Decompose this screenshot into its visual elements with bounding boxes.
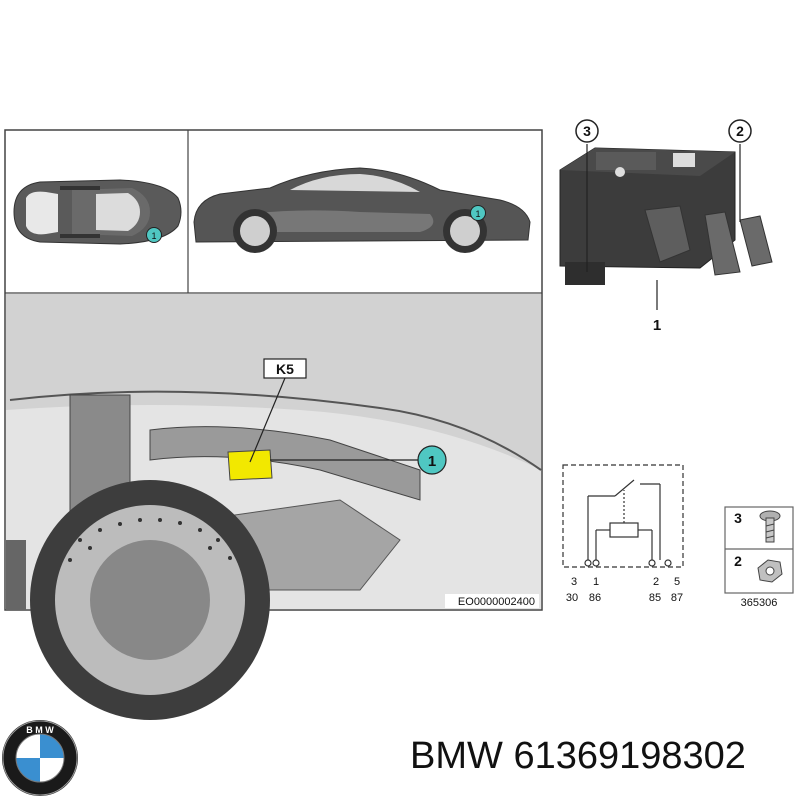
brand-name: BMW: [410, 735, 503, 777]
terminal-86-icon: [592, 559, 600, 567]
terminal-code: 30: [566, 592, 578, 604]
part-number: 61369198302: [513, 735, 746, 777]
closeup-view: K5 1 EO0000002400: [6, 294, 542, 720]
top-view-marker-label: 1: [151, 231, 156, 241]
relay-callout-3: 3: [583, 123, 591, 139]
image-code: EO0000002400: [458, 596, 535, 608]
svg-text:B M W: B M W: [26, 725, 54, 735]
hardware-callout-3: 3: [734, 510, 742, 526]
pin-number: 5: [674, 576, 680, 588]
relay-brand-icon: [615, 167, 625, 177]
screw-icon: [759, 510, 781, 543]
car-side-view: 1: [193, 167, 531, 253]
part-title: BMW 61369198302: [410, 737, 746, 775]
relay-schematic: [562, 464, 684, 568]
side-view-marker-label: 1: [475, 209, 480, 219]
side-view-marker-icon: [470, 205, 486, 221]
rear-wheel-icon: [450, 216, 480, 246]
terminal-code: 85: [649, 592, 661, 604]
terminal-code: 87: [671, 592, 683, 604]
terminal-code: 86: [589, 592, 601, 604]
hardware-ref: 365306: [741, 597, 778, 609]
schematic-labels: 3 1 2 5 30 86 85 87: [566, 576, 683, 604]
relay-callout-2-icon: [728, 119, 752, 143]
bmw-logo: B M W: [2, 720, 78, 796]
pin-number: 3: [571, 576, 577, 588]
relay-callout-2: 2: [736, 123, 744, 139]
closeup-marker-icon: [417, 445, 447, 475]
terminal-30-icon: [584, 559, 592, 567]
top-view-marker-icon: [146, 227, 162, 243]
terminal-85-icon: [648, 559, 656, 567]
terminal-87-icon: [664, 559, 672, 567]
pin-number: 2: [653, 576, 659, 588]
relay-callout-1: 1: [653, 317, 661, 334]
relay-illustration: 3 2 1: [559, 119, 773, 334]
component-label: K5: [276, 361, 294, 377]
nut-icon: [757, 559, 783, 583]
pin-number: 1: [593, 576, 599, 588]
car-top-view: 1: [13, 179, 182, 245]
relay-callout-3-icon: [575, 119, 599, 143]
component-label-box: [263, 358, 307, 379]
relay-coil-icon: [609, 522, 639, 538]
closeup-marker-label: 1: [428, 453, 436, 470]
relay-k5-highlight: [227, 449, 273, 481]
hardware-callout-2: 2: [734, 553, 742, 569]
hardware-box: 3 2 365306: [724, 506, 794, 609]
front-wheel-icon: [240, 216, 270, 246]
